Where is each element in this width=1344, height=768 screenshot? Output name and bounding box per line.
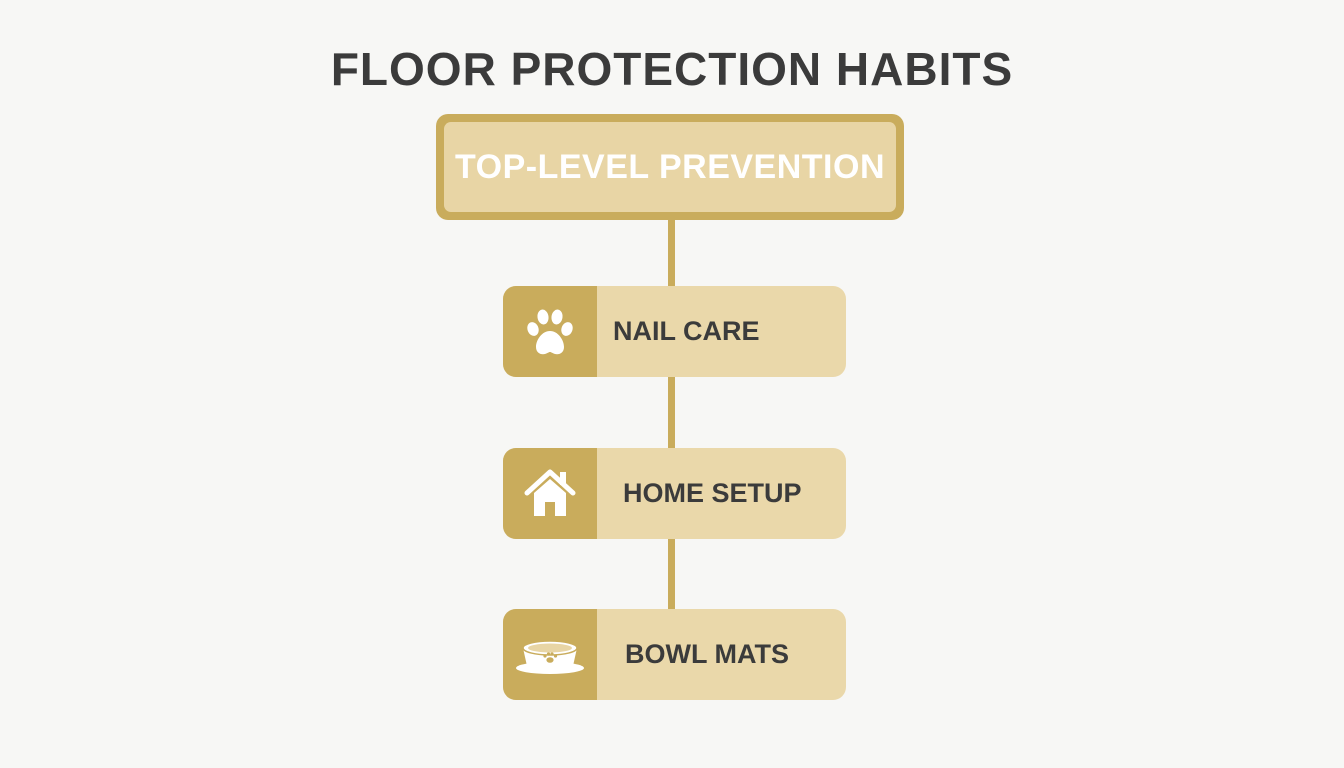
step-icon-box — [503, 448, 597, 539]
step-label: HOME SETUP — [623, 478, 802, 508]
step-icon-box — [503, 609, 597, 700]
top-level-node-inner: TOP-LEVEL PREVENTION — [444, 122, 896, 212]
step-label: BOWL MATS — [625, 639, 789, 669]
top-level-node: TOP-LEVEL PREVENTION — [436, 114, 904, 220]
paw-icon — [527, 309, 573, 354]
step-label: NAIL CARE — [613, 316, 760, 346]
house-icon — [524, 469, 576, 516]
step-node-home-setup: HOME SETUP — [503, 448, 846, 539]
step-node-bowl-mats: BOWL MATS — [503, 609, 846, 700]
step-icon-box — [503, 286, 597, 377]
connector-line — [668, 216, 675, 614]
pet-bowl-icon — [516, 639, 584, 674]
diagram-title: FLOOR PROTECTION HABITS — [330, 43, 1014, 95]
step-node-nail-care: NAIL CARE — [503, 286, 846, 377]
top-level-node-label: TOP-LEVEL PREVENTION — [454, 147, 886, 186]
